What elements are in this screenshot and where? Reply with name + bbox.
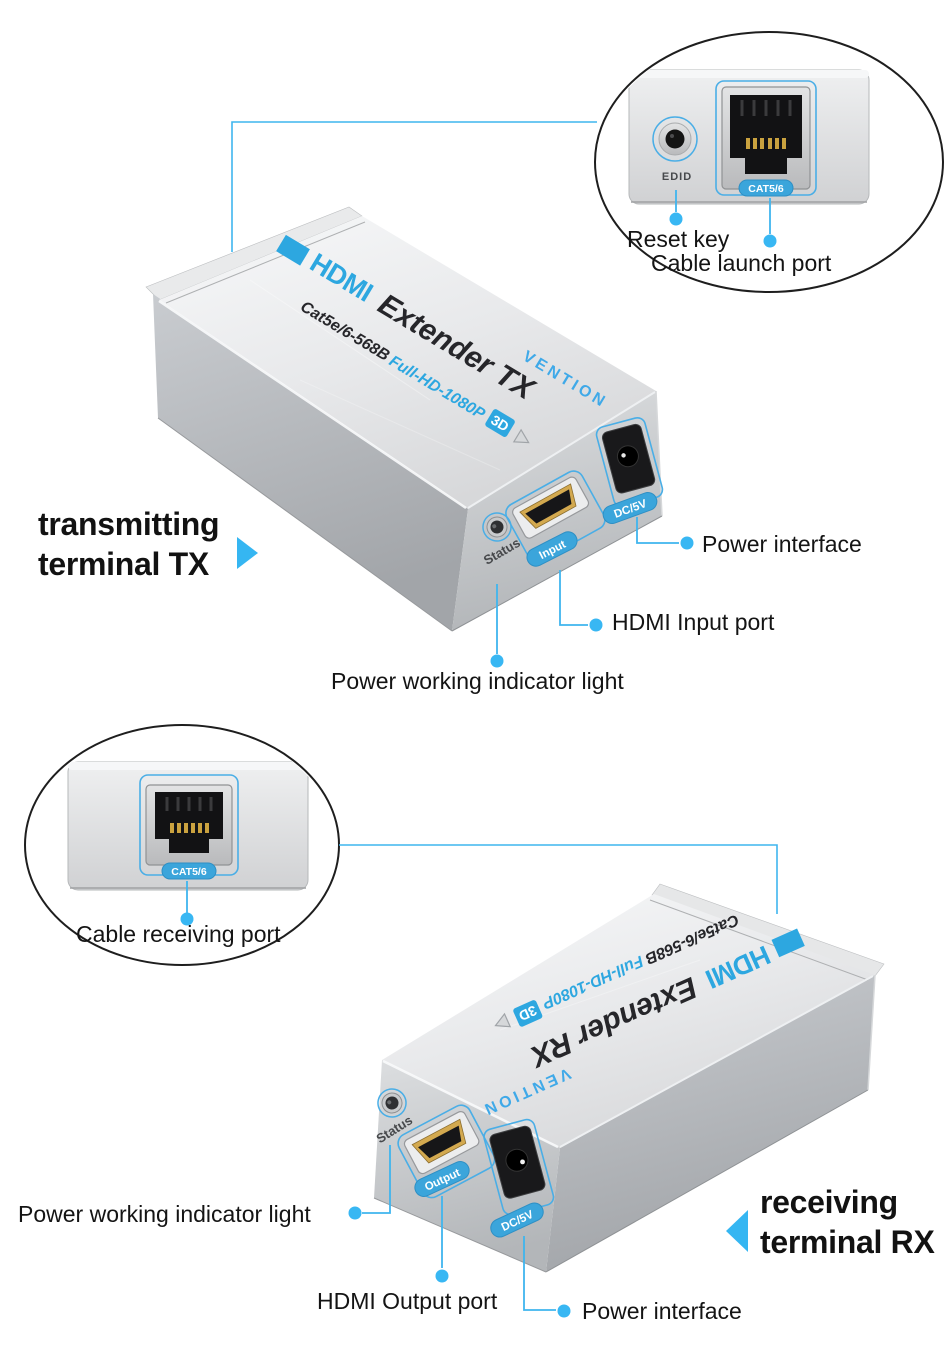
rx-heading-line2: terminal RX <box>760 1224 935 1260</box>
tx-inset-connector-line <box>231 121 597 252</box>
3d-badge <box>513 1000 543 1027</box>
callout-cable-receiving-label: Cable receiving port <box>76 921 281 947</box>
callout-tx-hdmi-label: HDMI Input port <box>612 609 775 635</box>
tx-heading: transmitting terminal TX <box>38 504 220 584</box>
callout-tx-hdmi-dot <box>589 618 603 632</box>
3d-badge <box>485 409 515 437</box>
callout-reset-dot <box>669 212 683 226</box>
tx-hdmi-input-port <box>505 470 606 563</box>
hdmi-logo-bar <box>276 234 310 266</box>
tx-cat56-pill: CAT5/6 <box>738 179 794 197</box>
callout-reset-key-label: Reset key <box>627 226 730 252</box>
callout-tx-power-dot <box>680 536 694 550</box>
callout-launch-dot <box>763 234 777 248</box>
hdmi-logo-bar <box>771 928 805 958</box>
callout-rx-output-dot <box>435 1269 449 1283</box>
callout-cable-launch-label: Cable launch port <box>651 250 832 276</box>
etched-arrow-icon <box>494 1012 512 1028</box>
rx-cat56-pill-label: CAT5/6 <box>171 866 207 878</box>
callout-rx-status-label: Power working indicator light <box>18 1201 311 1227</box>
callout-rx-power-label: Power interface <box>582 1298 742 1324</box>
rx-hdmi-output-port <box>397 1104 496 1199</box>
callout-receive-dot <box>180 912 194 926</box>
callout-tx-hdmi-line <box>559 570 588 626</box>
edid-label: EDID <box>662 171 692 183</box>
callout-tx-power-label: Power interface <box>702 531 862 557</box>
tx-cat56-pill-label: CAT5/6 <box>748 183 784 195</box>
rx-heading-line1: receiving <box>760 1184 898 1220</box>
tx-rj45-port: CAT5/6 <box>715 80 817 197</box>
rx-dc-jack <box>483 1118 555 1216</box>
tx-heading-line2: terminal TX <box>38 546 209 582</box>
rx-cat56-pill: CAT5/6 <box>161 862 217 880</box>
callout-rx-output-label: HDMI Output port <box>317 1288 498 1314</box>
tx-heading-arrow-icon <box>237 537 258 569</box>
3d-badge-text: 3D <box>516 1002 539 1024</box>
rx-inset-circle: CAT5/6 <box>24 724 340 966</box>
tx-device: HDMI Extender TX Cat5e/6-568B Full-HD-10… <box>145 206 664 632</box>
etched-arrow-icon <box>512 428 530 444</box>
callout-rx-status-line <box>362 1145 391 1214</box>
edid-reset-button: EDID <box>652 116 698 183</box>
callout-rx-status-dot <box>348 1206 362 1220</box>
callout-tx-status-label: Power working indicator light <box>331 668 624 694</box>
rx-device: HDMI Extender RX Cat5e/6-568B Full-HD-10… <box>373 883 885 1273</box>
tx-heading-line1: transmitting <box>38 506 220 542</box>
tx-dc-jack <box>595 416 664 508</box>
callout-rx-power-line <box>523 1236 556 1311</box>
callout-tx-power-line <box>636 517 679 544</box>
tx-inset-circle: EDID CAT5/6 <box>594 31 944 293</box>
rx-heading: receiving terminal RX <box>760 1182 935 1262</box>
rx-heading-arrow-icon <box>726 1210 748 1252</box>
rx-rj45-port: CAT5/6 <box>139 774 239 880</box>
callout-rx-power-dot <box>557 1304 571 1318</box>
rx-inset-connector-line <box>339 844 778 914</box>
callout-tx-status-dot <box>490 654 504 668</box>
3d-badge-text: 3D <box>488 412 512 435</box>
